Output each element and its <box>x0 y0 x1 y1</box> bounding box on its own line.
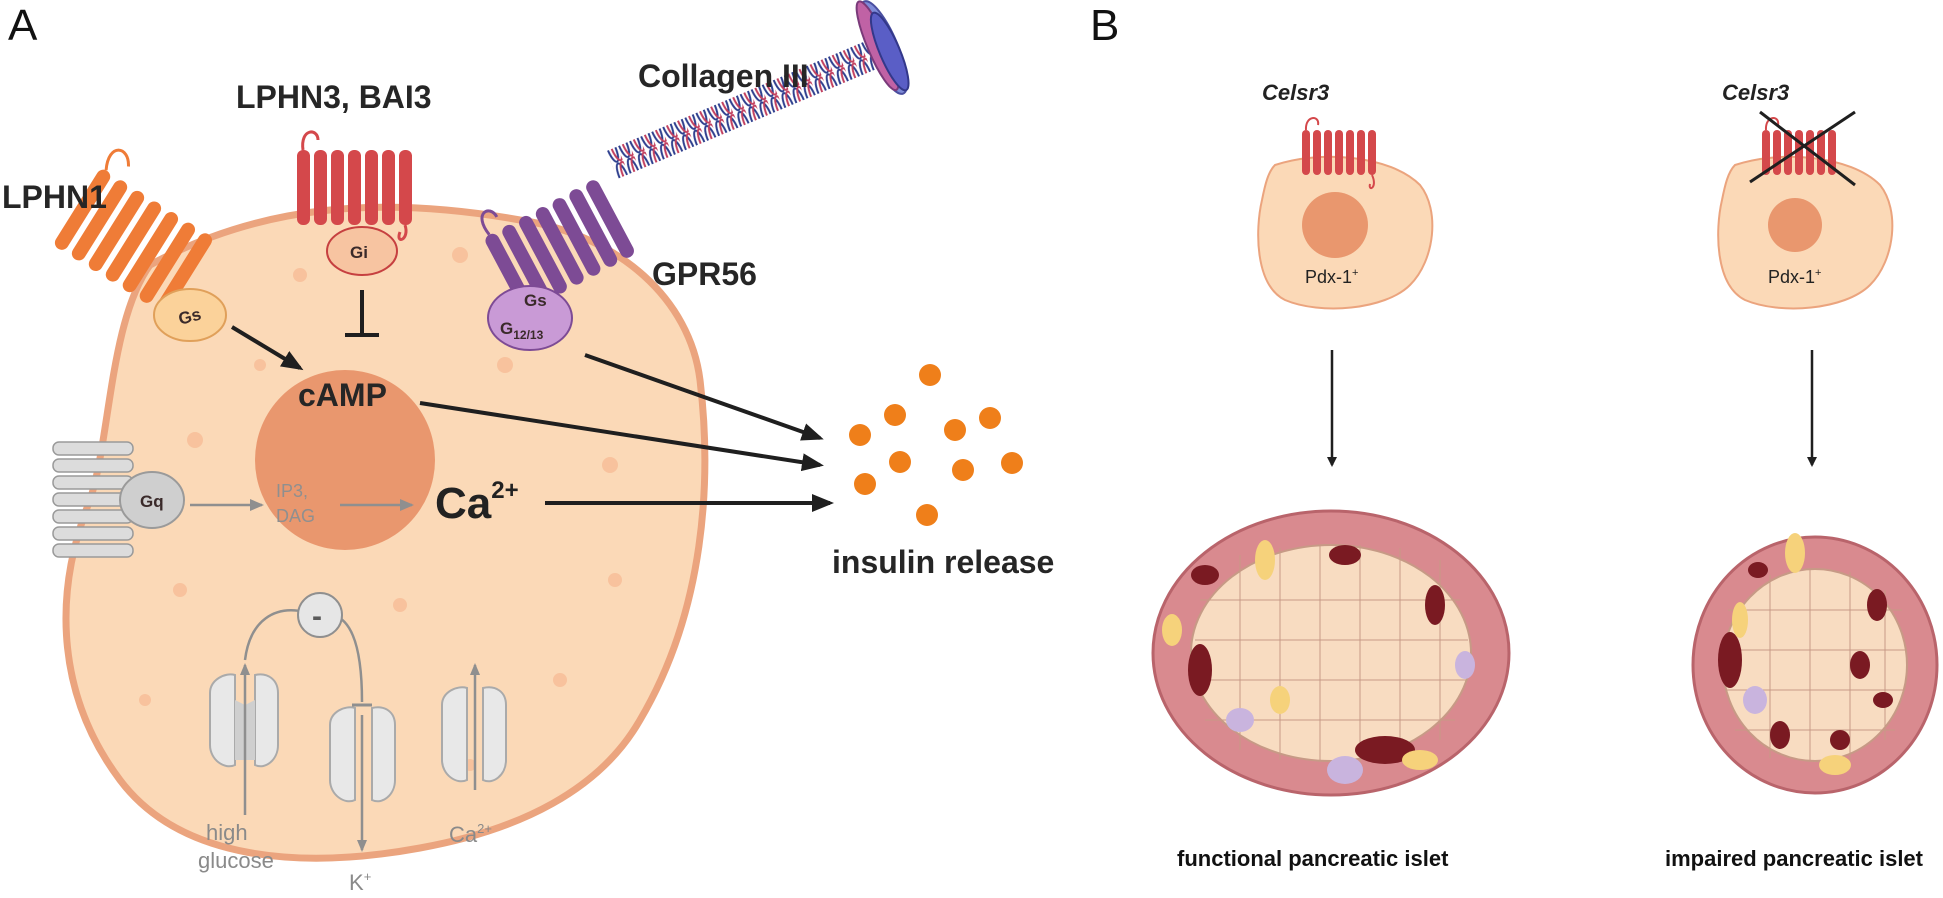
gs-to-camp-arrow <box>230 325 304 371</box>
impaired-islet <box>1691 533 1939 795</box>
dag-label: DAG <box>276 506 315 526</box>
celsr3-cell-right <box>1717 117 1894 310</box>
lphn3-bai3-label: LPHN3, BAI3 <box>236 79 432 115</box>
channel-ca-label: Ca2+ <box>449 821 492 847</box>
glucose-label-1: high <box>206 820 248 845</box>
knockout-cross-2 <box>1749 110 1856 184</box>
gi-label: Gi <box>350 243 368 262</box>
lphn1-receptor <box>54 148 212 314</box>
cytoplasm-speckles <box>139 247 622 771</box>
minus-label: - <box>312 600 322 633</box>
calcium-channel <box>441 686 507 783</box>
g1213-label: G12/13 <box>500 319 544 342</box>
minus-circle <box>297 592 343 638</box>
gs-right-label: Gs <box>524 291 547 310</box>
katp-channel <box>329 706 396 803</box>
pdx-right-label: Pdx-1+ <box>1768 267 1821 287</box>
gpr56-label: GPR56 <box>652 256 757 292</box>
gi-protein <box>326 226 398 276</box>
gs-g1213-protein <box>487 285 573 351</box>
glucose-transporter <box>209 673 279 768</box>
k-label: K+ <box>349 869 371 893</box>
camp-label: cAMP <box>298 377 387 413</box>
ca-label: Ca2+ <box>435 477 519 528</box>
collagen-label: Collagen III <box>638 58 809 94</box>
panel-b-label: B <box>1090 1 1119 50</box>
gs-protein-left <box>153 288 227 342</box>
celsr3-right-label: Celsr3 <box>1722 80 1789 105</box>
gpr56-receptor <box>480 180 634 312</box>
celsr3-left-label: Celsr3 <box>1262 80 1329 105</box>
insulin-release-label: insulin release <box>832 544 1054 580</box>
glucose-label-2: glucose <box>198 848 274 873</box>
insulin-granules <box>849 364 1023 526</box>
gq-protein <box>119 471 185 529</box>
gpr56-to-insulin-arrow <box>584 353 824 441</box>
collagen-iii <box>606 0 910 179</box>
gq-receptor <box>52 441 134 558</box>
lphn3-receptor <box>297 130 412 241</box>
lphn1-label: LPHN1 <box>2 179 107 215</box>
camp-to-insulin-arrow <box>419 401 824 472</box>
functional-islet <box>1151 509 1511 797</box>
panel-a-label: A <box>8 1 38 50</box>
gq-label: Gq <box>140 492 164 511</box>
knockout-cross-1 <box>1759 110 1856 187</box>
ip3-label: IP3, <box>276 481 308 501</box>
celsr3-cell-left <box>1257 117 1434 310</box>
functional-islet-label: functional pancreatic islet <box>1177 846 1449 871</box>
impaired-islet-label: impaired pancreatic islet <box>1665 846 1924 871</box>
pdx-left-label: Pdx-1+ <box>1305 267 1358 287</box>
